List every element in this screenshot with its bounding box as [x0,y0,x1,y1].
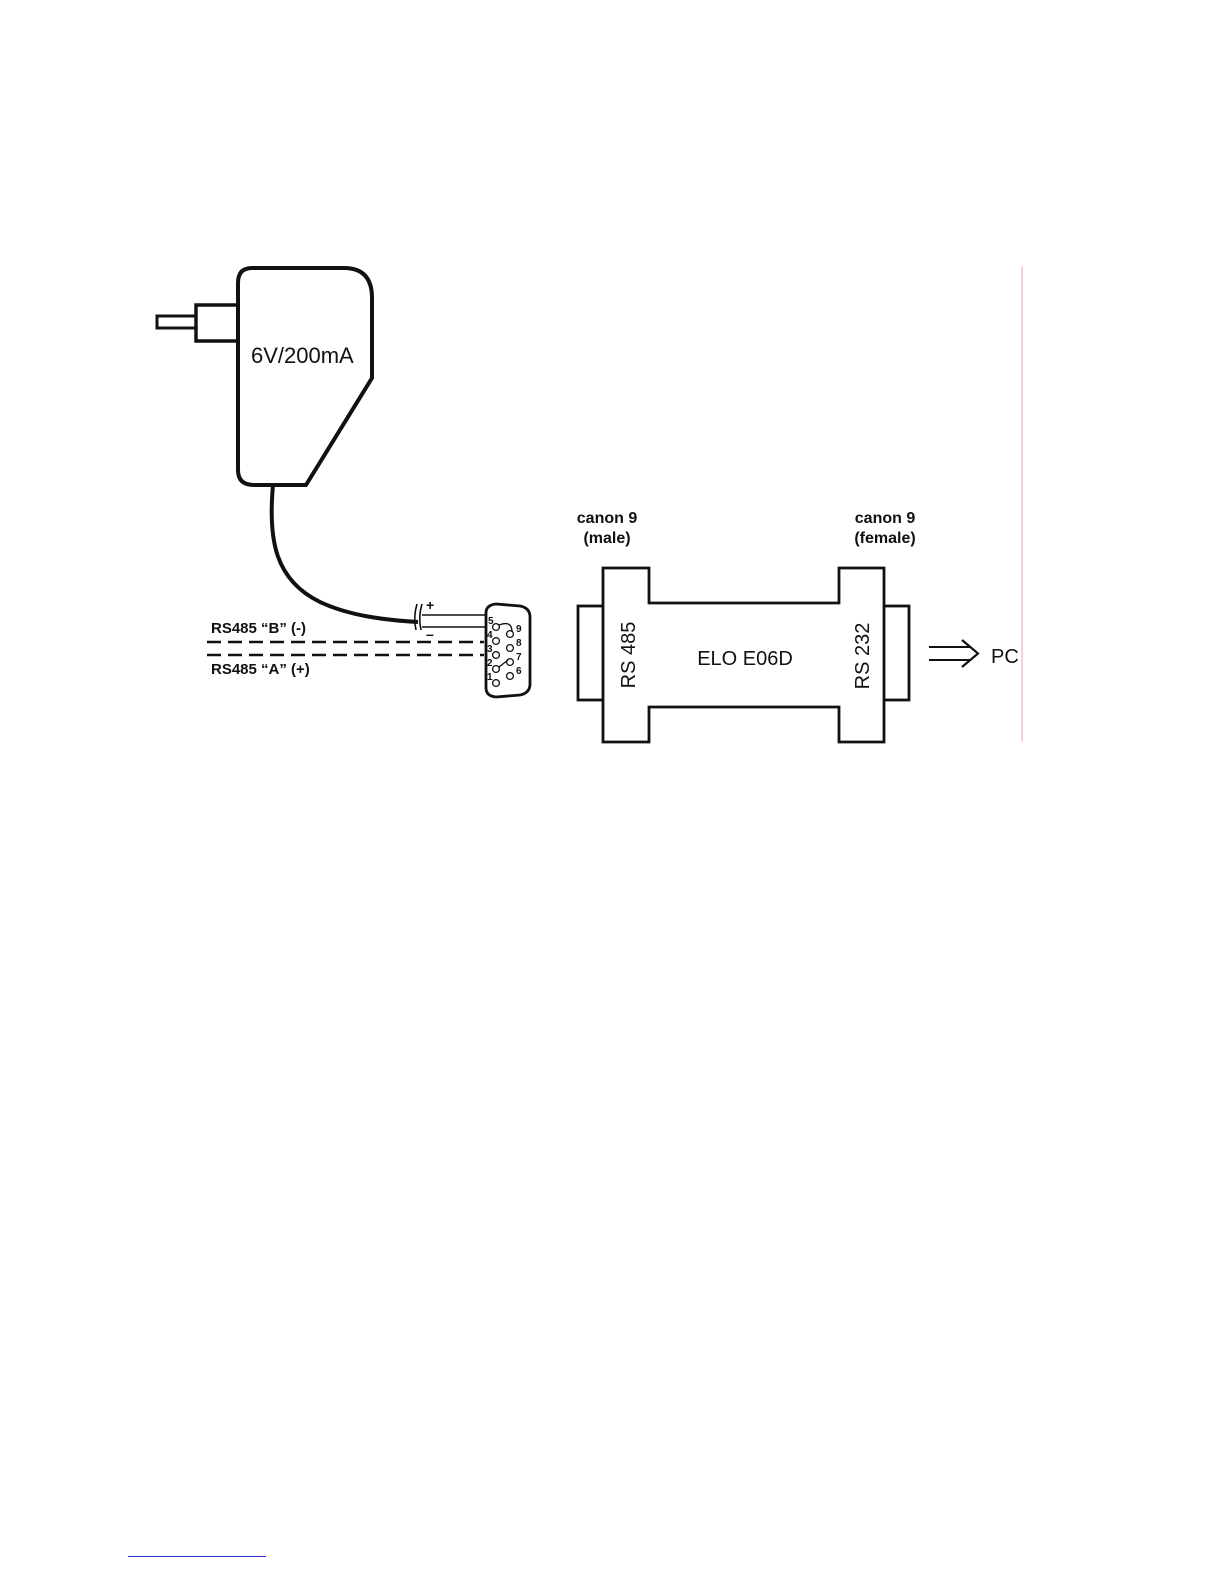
converter-name: ELO E06D [697,648,793,670]
rs485-a-label: RS485 “A” (+) [211,661,310,678]
left-connector-shell [578,606,604,700]
left-connector-label: canon 9 [577,510,638,527]
db9-pin-hole [493,624,500,631]
db9-pin-number: 4 [487,630,493,641]
db9-pin-number: 5 [488,616,494,627]
output-arrow-icon [929,640,978,667]
db9-pin-number: 2 [487,658,493,669]
footnote-rule [128,1556,266,1557]
adapter-cable [272,485,418,622]
plus-sign: + [426,597,434,613]
left-connector-gender: (male) [583,530,630,547]
db9-pin-number: 7 [516,652,522,663]
adapter-rating-label: 6V/200mA [251,343,354,368]
db9-pin-number: 9 [516,624,522,635]
minus-sign: – [426,626,434,642]
db9-pin-number: 1 [487,672,493,683]
plug-collar [196,305,238,341]
right-connector-label: canon 9 [855,510,916,527]
db9-connector: 5 4 3 2 1 9 8 7 6 [486,604,530,697]
cable-break-mark [420,604,422,630]
right-connector-shell [883,606,909,700]
pc-label: PC [991,646,1019,668]
db9-pin-hole [493,652,500,659]
db9-pin-hole [493,680,500,687]
db9-pin-number: 6 [516,666,522,677]
db9-pin-number: 3 [487,644,493,655]
db9-pin-hole [493,666,500,673]
plug-pin [157,316,197,328]
right-connector-gender: (female) [854,530,915,547]
db9-pin-number: 8 [516,638,522,649]
rs232-port-label: RS 232 [852,623,874,690]
power-adapter: 6V/200mA [157,268,372,485]
cable-break-mark [415,604,417,630]
db9-pin-hole [507,645,514,652]
rs485-port-label: RS 485 [618,622,640,689]
db9-pin-hole [493,638,500,645]
rs485-b-label: RS485 “B” (-) [211,620,306,637]
adapter-body [238,268,372,485]
db9-pin-hole [507,673,514,680]
converter: canon 9 (male) canon 9 (female) RS 485 R… [577,510,916,742]
